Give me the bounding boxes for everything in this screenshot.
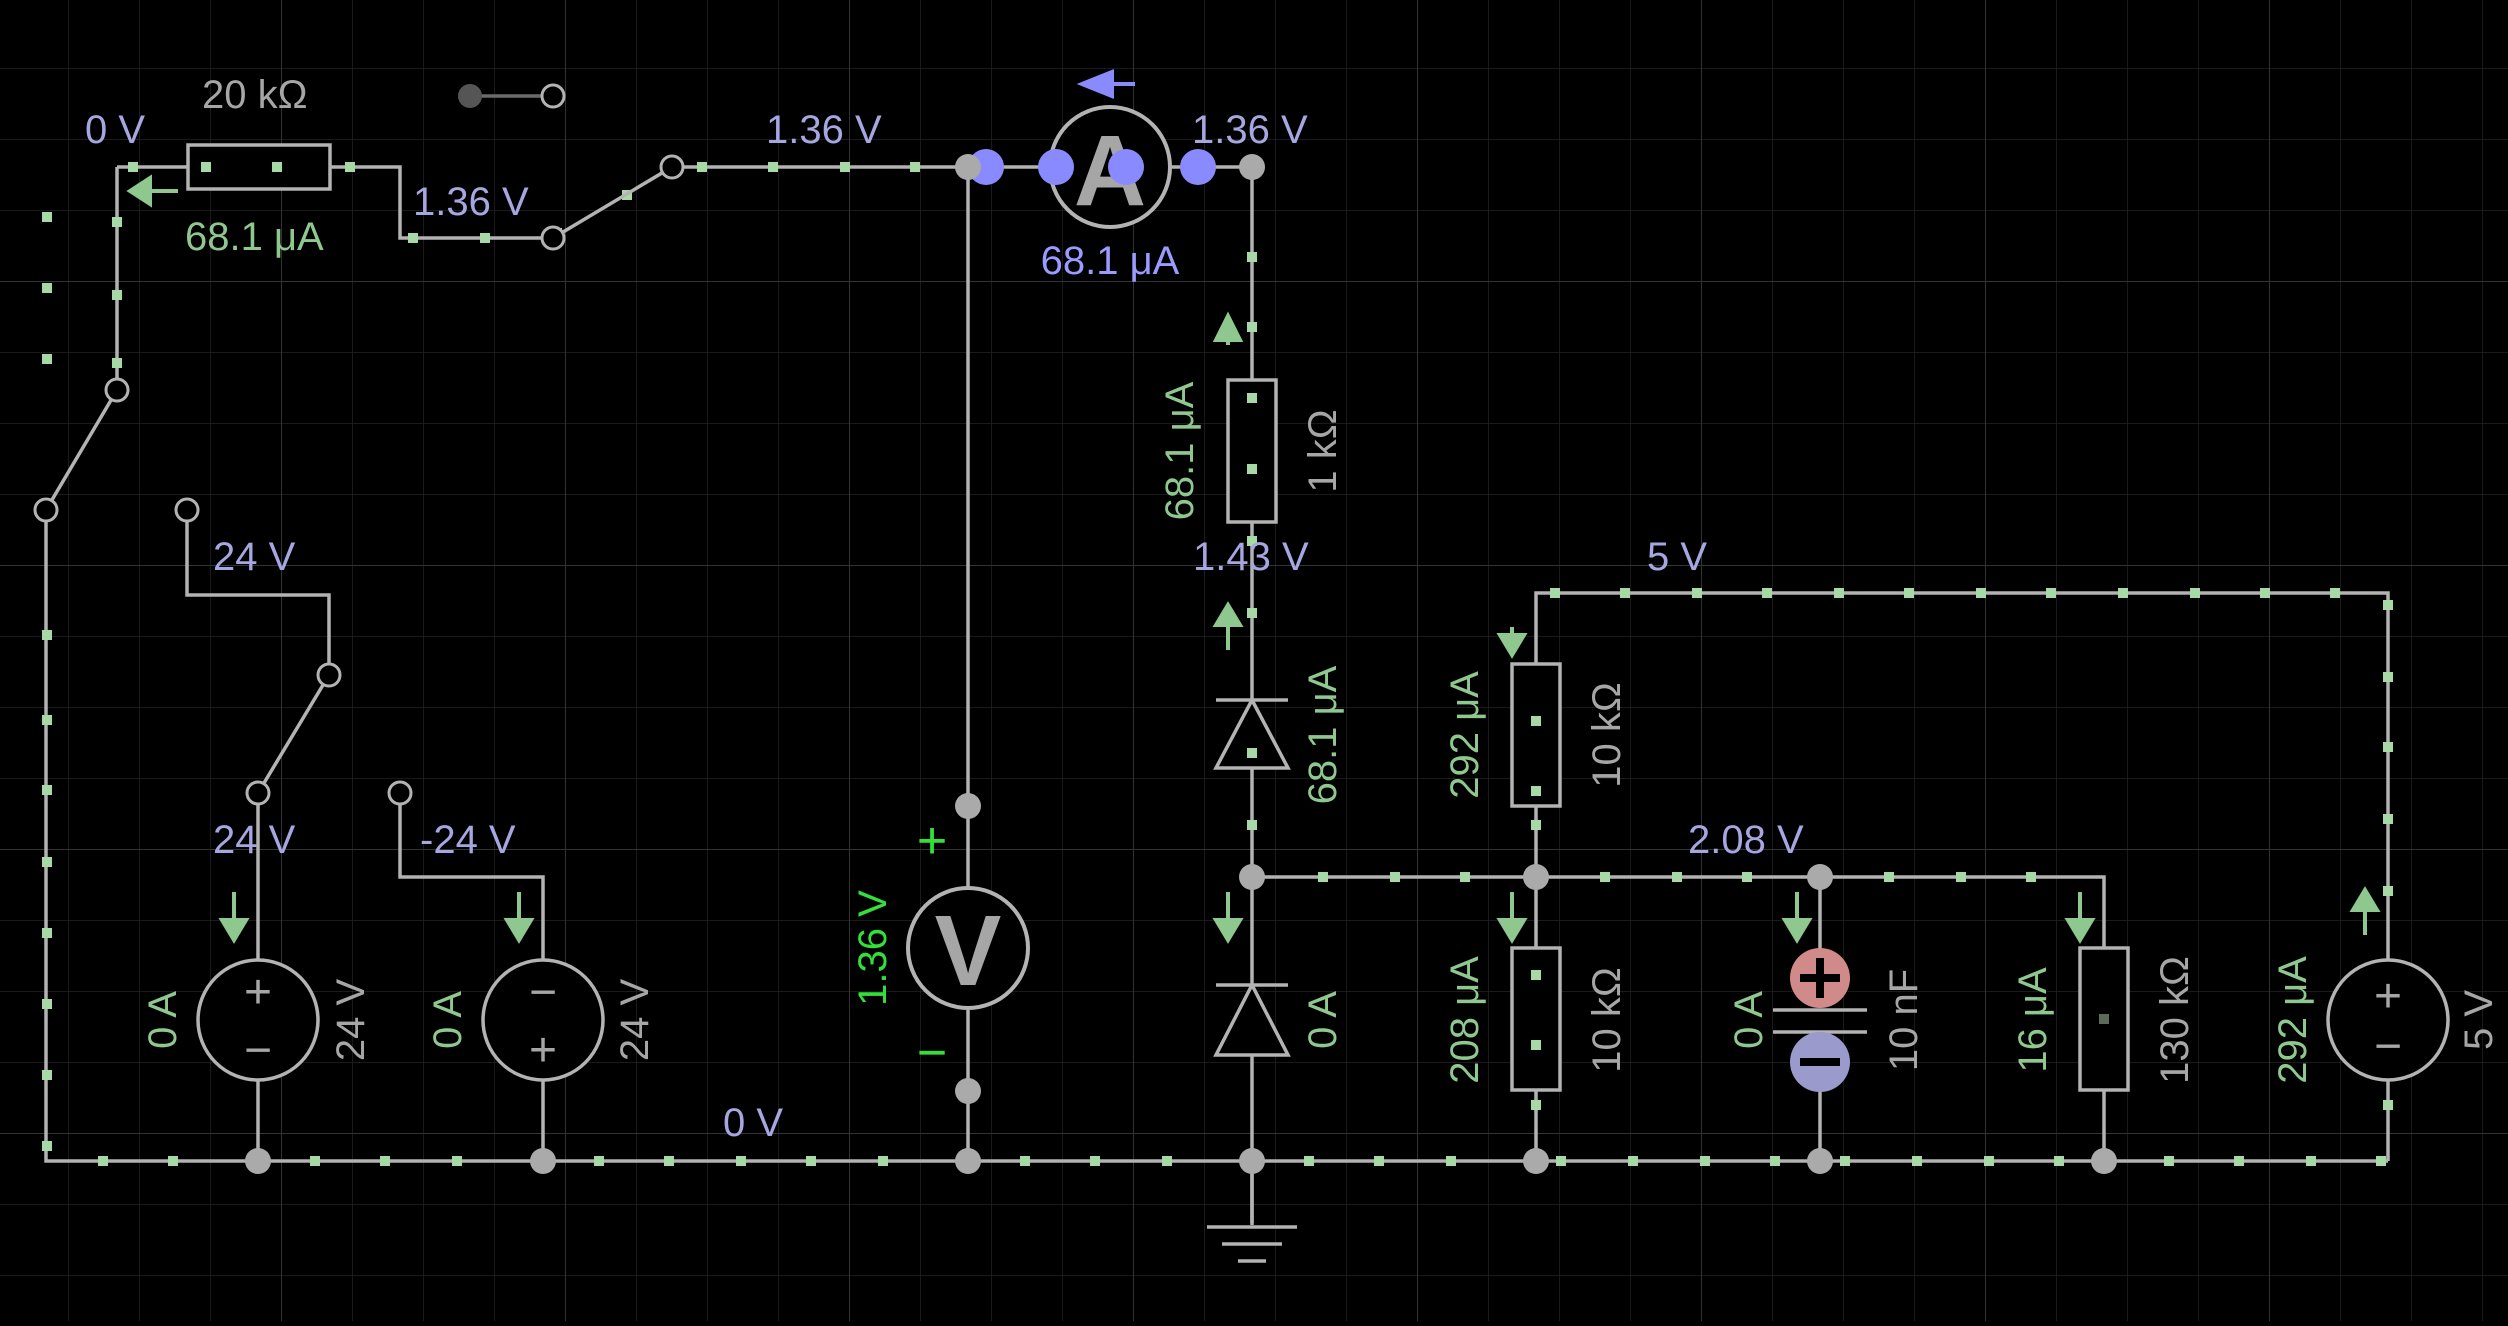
resistor-10k-top[interactable] bbox=[1510, 662, 1562, 808]
source-minus-sign: − bbox=[2374, 1020, 2402, 1073]
capacitor-10nf[interactable] bbox=[1773, 948, 1867, 1092]
label-v-mid: 1.43 V bbox=[1193, 535, 1309, 579]
label-diode-top-current: 68.1 μA bbox=[1301, 665, 1345, 804]
arrow-up-icon bbox=[2349, 886, 2381, 935]
label-res-1k-value: 1 kΩ bbox=[1301, 409, 1345, 492]
arrow-down-icon bbox=[2064, 892, 2096, 944]
label-v-node: 2.08 V bbox=[1688, 818, 1804, 862]
label-cap-value: 10 nF bbox=[1882, 969, 1926, 1071]
switch-left[interactable] bbox=[33, 377, 130, 523]
label-src1-value: 24 V bbox=[329, 979, 373, 1062]
source-minus-sign: − bbox=[244, 1024, 272, 1077]
switch-24v[interactable] bbox=[174, 497, 413, 806]
label-v-24-top: 24 V bbox=[213, 535, 296, 579]
arrow-down-icon bbox=[1212, 892, 1244, 944]
label-res-10k-top-value: 10 kΩ bbox=[1585, 682, 1629, 788]
label-v-bottom: 0 V bbox=[723, 1101, 783, 1145]
resistor-10k-bottom[interactable] bbox=[1510, 946, 1562, 1092]
label-res-130k-value: 130 kΩ bbox=[2153, 956, 2197, 1084]
voltage-source-24v-2[interactable]: − + bbox=[481, 958, 605, 1082]
label-v-neg24: -24 V bbox=[420, 818, 516, 862]
arrow-down-icon bbox=[1781, 892, 1813, 944]
label-src1-current: 0 A bbox=[141, 991, 185, 1049]
voltmeter-plus-sign: + bbox=[917, 812, 947, 870]
arrow-down-icon bbox=[1496, 627, 1528, 659]
label-res-top-current: 68.1 μA bbox=[185, 215, 324, 259]
label-cap-current: 0 A bbox=[1727, 991, 1771, 1049]
ammeter-arrow-icon bbox=[1076, 69, 1135, 99]
arrow-down-icon bbox=[503, 892, 535, 944]
label-v-wire-top: 1.36 V bbox=[766, 108, 882, 152]
resistor-130k[interactable] bbox=[2078, 946, 2130, 1092]
label-src5-value: 5 V bbox=[2457, 990, 2501, 1050]
label-voltmeter-reading: 1.36 V bbox=[851, 890, 895, 1006]
resistor-1k[interactable] bbox=[1226, 378, 1278, 524]
label-res-10k-bot-value: 10 kΩ bbox=[1585, 967, 1629, 1073]
label-res-top-value: 20 kΩ bbox=[202, 73, 308, 117]
source-plus-sign: + bbox=[529, 1024, 557, 1077]
ground-symbol bbox=[1207, 1225, 1297, 1263]
label-res-130k-current: 16 μA bbox=[2011, 967, 2055, 1073]
label-src2-value: 24 V bbox=[613, 979, 657, 1062]
label-res-10k-bot-current: 208 μA bbox=[1443, 956, 1487, 1084]
voltmeter-symbol: V bbox=[935, 895, 1002, 1007]
label-diode-bottom-current: 0 A bbox=[1301, 991, 1345, 1049]
arrow-up-icon bbox=[1212, 601, 1244, 650]
arrow-down-icon bbox=[218, 892, 250, 944]
labels: 0 V 20 kΩ 68.1 μA 1.36 V 1.36 V 1.36 V 6… bbox=[85, 73, 2501, 1145]
voltmeter-minus-sign: − bbox=[917, 1024, 947, 1082]
ammeter[interactable]: A bbox=[968, 69, 1216, 229]
wire-neg24[interactable] bbox=[398, 793, 545, 960]
arrow-left-icon bbox=[126, 174, 178, 208]
wire-5v-top[interactable] bbox=[1534, 591, 2390, 960]
label-v-right-top: 1.36 V bbox=[1192, 108, 1308, 152]
wire-bottom-rail[interactable] bbox=[44, 510, 2388, 1163]
junction-nodes bbox=[245, 154, 2117, 1174]
switch-top[interactable] bbox=[540, 154, 685, 251]
resistor-20k[interactable] bbox=[186, 143, 332, 191]
source-plus-sign: + bbox=[2374, 970, 2402, 1023]
current-arrows bbox=[126, 174, 2381, 944]
wire-24v-top[interactable] bbox=[185, 510, 331, 675]
arrow-down-icon bbox=[1496, 892, 1528, 944]
diode-bottom[interactable] bbox=[1213, 981, 1291, 1057]
label-ammeter-reading: 68.1 μA bbox=[1041, 239, 1180, 283]
label-v-top-mid: 1.36 V bbox=[413, 180, 529, 224]
voltmeter[interactable]: V + − bbox=[906, 806, 1030, 1091]
label-src2-current: 0 A bbox=[426, 991, 470, 1049]
voltage-source-24v-1[interactable]: + − bbox=[196, 958, 320, 1082]
label-res-1k-current: 68.1 μA bbox=[1158, 381, 1202, 520]
source-minus-sign: − bbox=[529, 966, 557, 1019]
voltage-source-5v[interactable]: + − bbox=[2326, 958, 2450, 1082]
label-res-10k-top-current: 292 μA bbox=[1443, 671, 1487, 799]
label-src5-current: 292 μA bbox=[2271, 956, 2315, 1084]
current-dots bbox=[42, 162, 2393, 1166]
diode-top[interactable] bbox=[1213, 696, 1291, 770]
label-v-24-mid: 24 V bbox=[213, 818, 296, 862]
label-v-5: 5 V bbox=[1647, 535, 1707, 579]
arrow-up-icon bbox=[1212, 311, 1244, 345]
wire-res-to-switch[interactable] bbox=[330, 165, 553, 240]
source-plus-sign: + bbox=[244, 966, 272, 1019]
label-v-left: 0 V bbox=[85, 108, 145, 152]
loose-wire[interactable] bbox=[458, 83, 566, 109]
